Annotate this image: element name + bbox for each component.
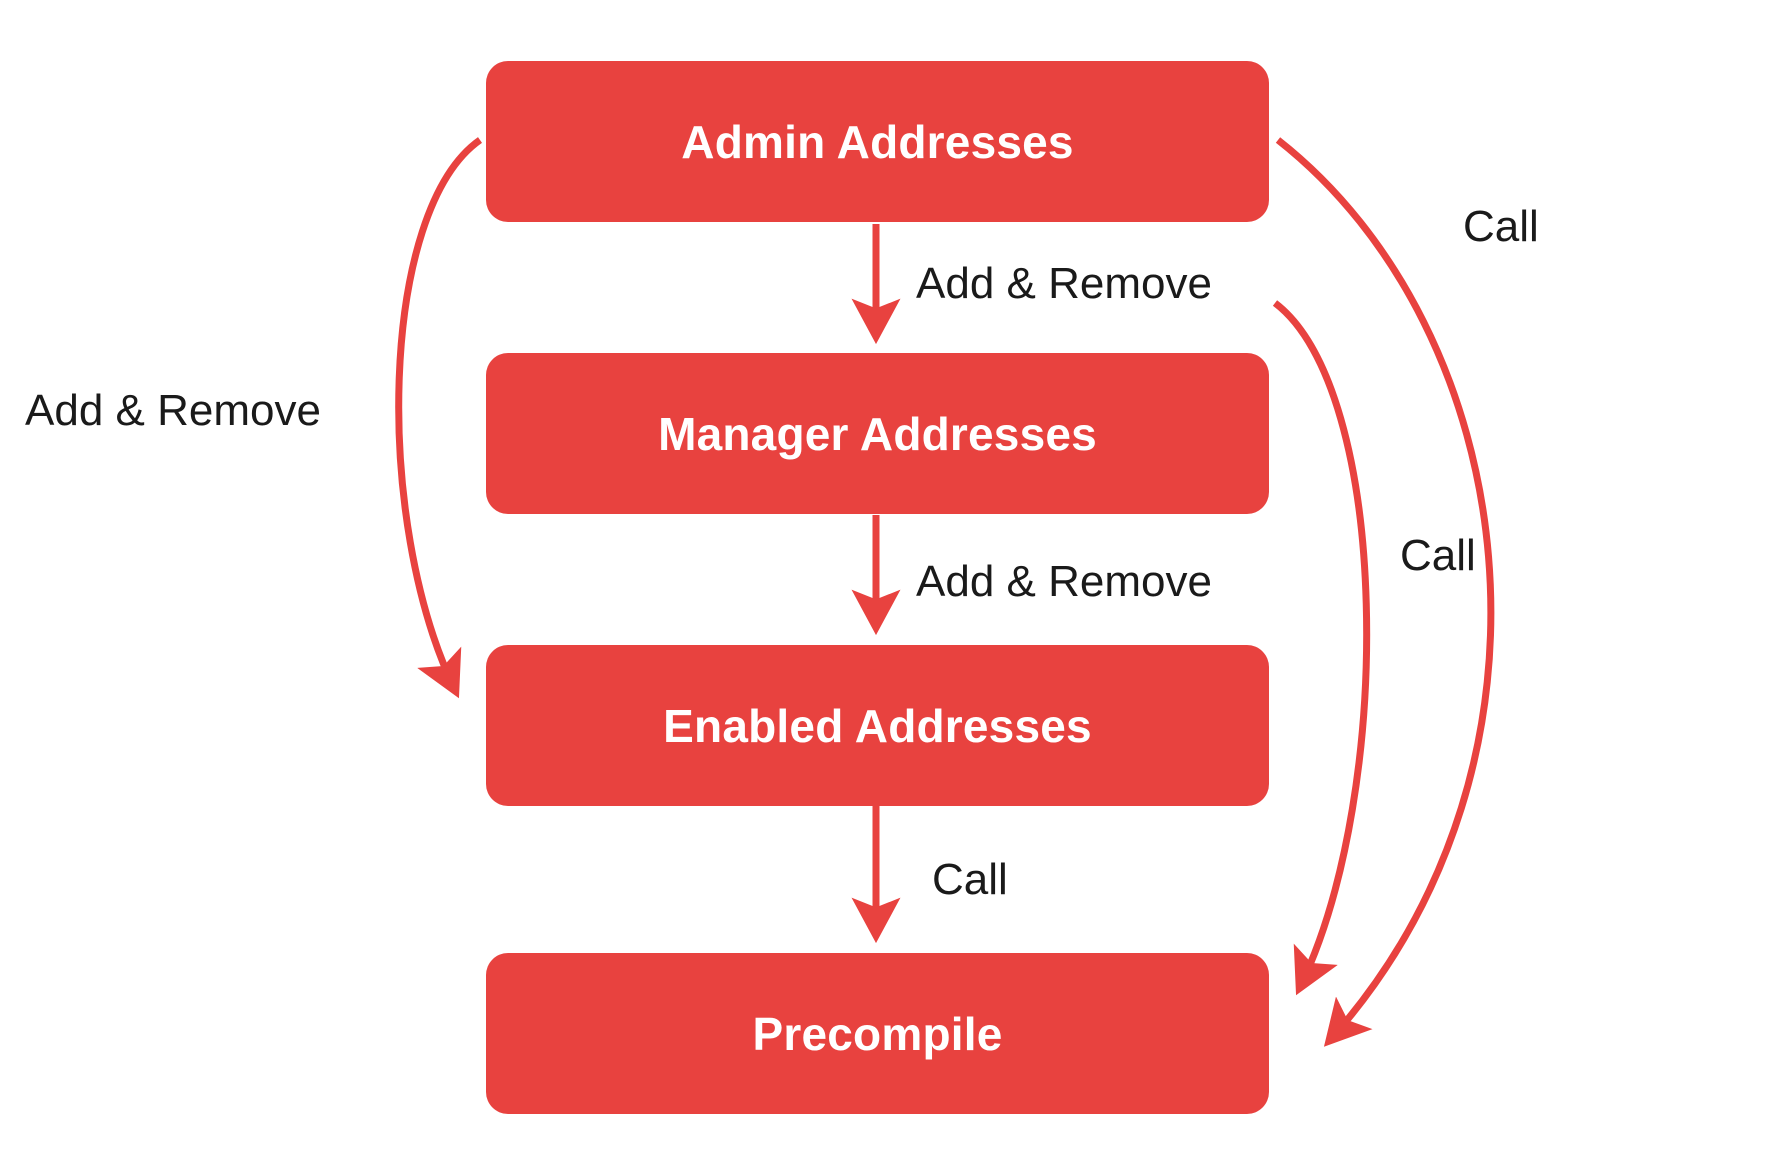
edge-label-manager-precompile: Call <box>1400 531 1476 580</box>
edge-label-admin-enabled: Add & Remove <box>25 386 321 435</box>
node-admin-addresses[interactable]: Admin Addresses <box>486 61 1269 222</box>
edge-label-enabled-precompile: Call <box>932 855 1008 904</box>
edge-manager-precompile <box>1272 300 1371 996</box>
node-enabled-addresses-label: Enabled Addresses <box>663 699 1092 752</box>
edge-admin-enabled <box>395 137 483 699</box>
node-manager-addresses[interactable]: Manager Addresses <box>486 353 1269 514</box>
node-enabled-addresses[interactable]: Enabled Addresses <box>486 645 1269 806</box>
edge-label-admin-precompile: Call <box>1463 202 1539 251</box>
node-precompile[interactable]: Precompile <box>486 953 1269 1114</box>
edge-admin-precompile <box>1275 137 1495 1047</box>
node-precompile-label: Precompile <box>752 1007 1003 1060</box>
node-admin-addresses-label: Admin Addresses <box>681 115 1074 168</box>
edge-label-manager-enabled: Add & Remove <box>916 557 1212 606</box>
edge-label-admin-manager: Add & Remove <box>916 259 1212 308</box>
node-manager-addresses-label: Manager Addresses <box>658 407 1097 460</box>
